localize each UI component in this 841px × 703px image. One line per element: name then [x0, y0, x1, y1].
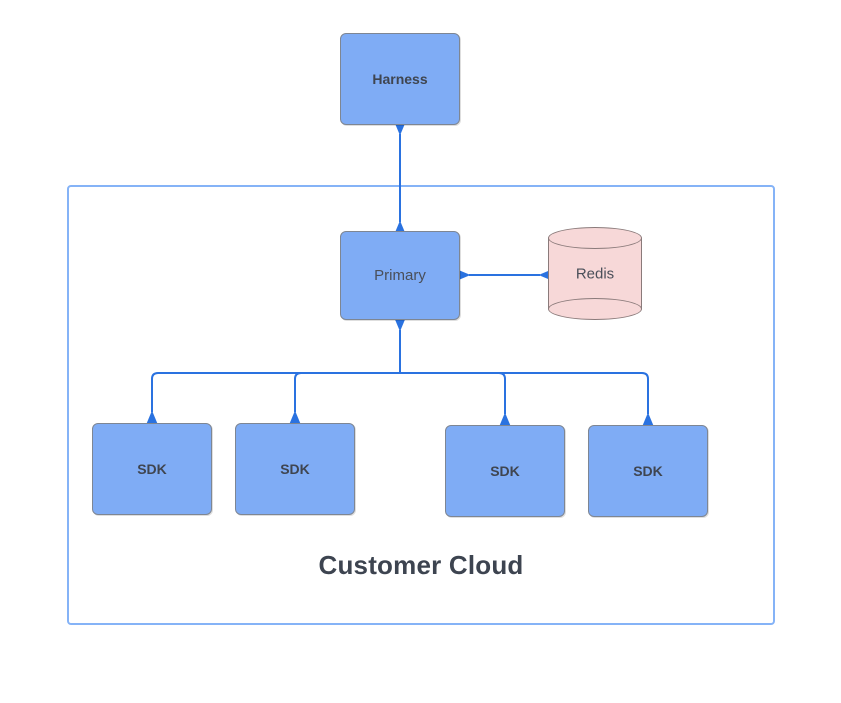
node-sdk-1-label: SDK: [280, 461, 310, 477]
node-sdk-1[interactable]: SDK: [235, 423, 355, 515]
node-redis-datastore[interactable]: Redis: [548, 227, 642, 320]
node-sdk-0[interactable]: SDK: [92, 423, 212, 515]
node-sdk-0-label: SDK: [137, 461, 167, 477]
cylinder-top-ellipse: [548, 227, 642, 249]
node-harness[interactable]: Harness: [340, 33, 460, 125]
node-redis-label: Redis: [575, 265, 615, 282]
customer-cloud-label: Customer Cloud: [318, 550, 524, 580]
node-sdk-3-label: SDK: [633, 463, 663, 479]
node-sdk-3[interactable]: SDK: [588, 425, 708, 517]
node-primary[interactable]: Primary: [340, 231, 460, 320]
node-sdk-2-label: SDK: [490, 463, 520, 479]
cylinder-bottom-ellipse: [548, 298, 642, 320]
node-primary-label: Primary: [374, 267, 426, 284]
node-sdk-2[interactable]: SDK: [445, 425, 565, 517]
node-harness-label: Harness: [372, 71, 428, 87]
